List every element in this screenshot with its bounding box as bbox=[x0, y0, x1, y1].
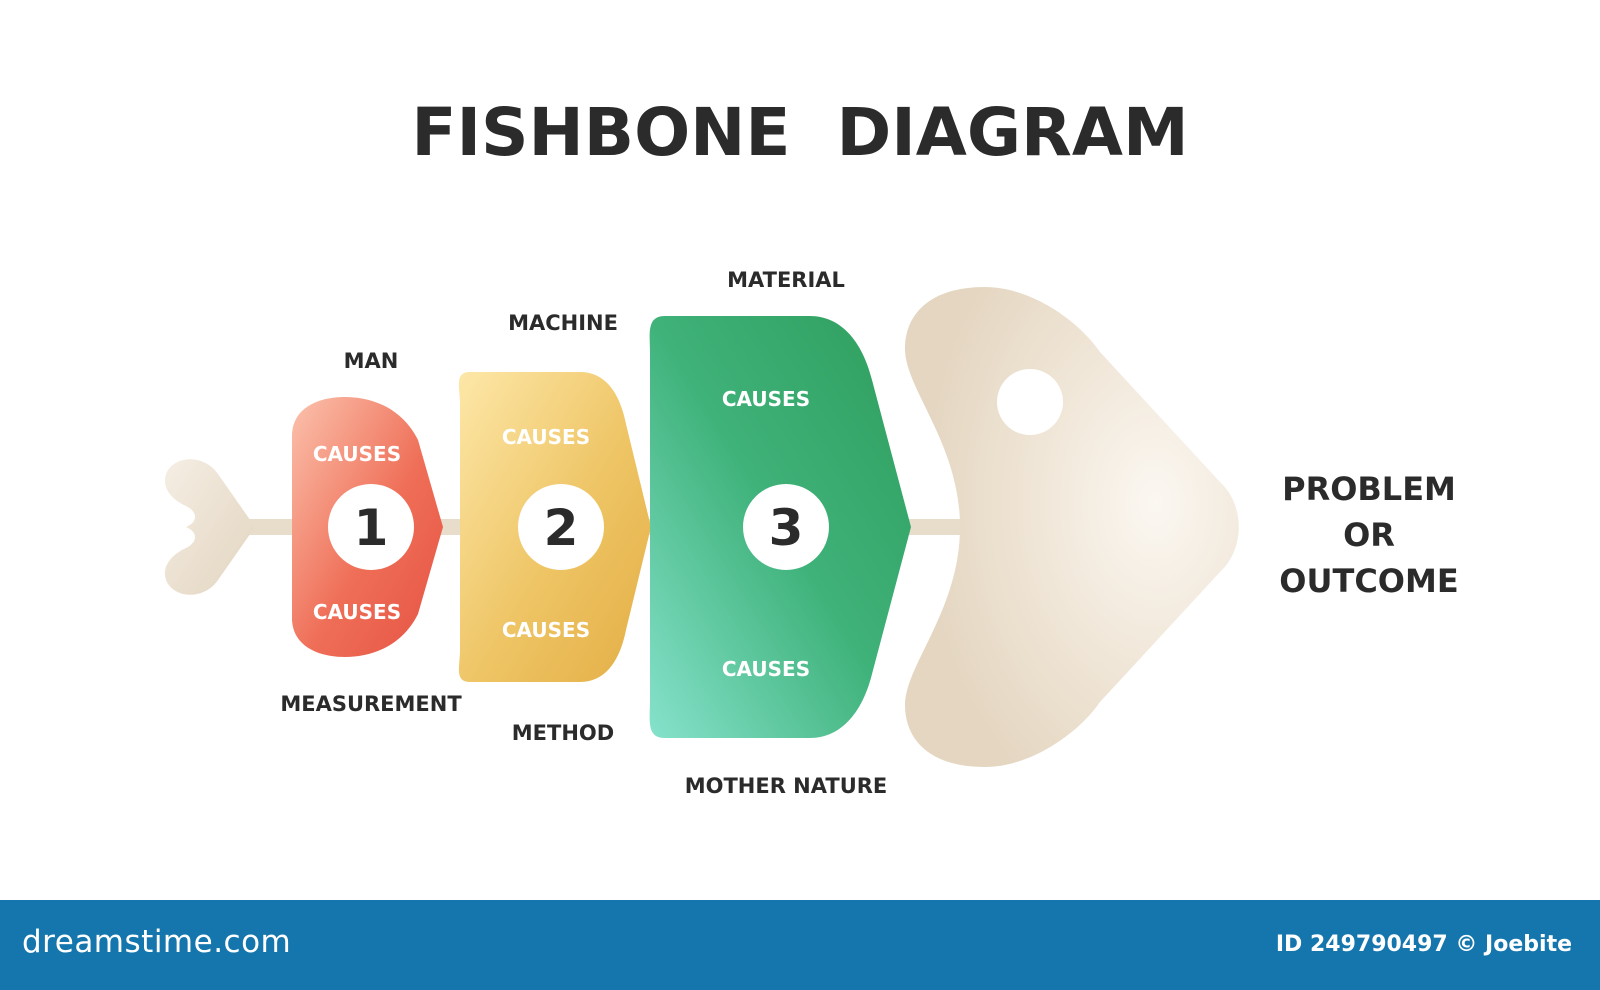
bone-2-number: 2 bbox=[544, 499, 579, 557]
outcome-line-3: OUTCOME bbox=[1279, 562, 1458, 600]
outcome-line-1: PROBLEM bbox=[1282, 470, 1456, 508]
bone-2-lower-cause: CAUSES bbox=[502, 618, 590, 642]
footer-bar: dreamstime.com ID 249790497 © Joebite bbox=[0, 900, 1600, 990]
bone-2-number-circle bbox=[518, 484, 604, 570]
bone-3-lower-cause: CAUSES bbox=[722, 657, 810, 681]
category-label-man: MAN bbox=[344, 349, 399, 373]
fishbone-diagram: FISHBONE DIAGRAM 1 2 3 CAUSES CAUSES CAU… bbox=[164, 94, 1459, 798]
footer-image-id: ID 249790497 © Joebite bbox=[1275, 932, 1572, 957]
diagram-title: FISHBONE DIAGRAM bbox=[411, 94, 1188, 171]
bone-2-upper-cause: CAUSES bbox=[502, 425, 590, 449]
bone-3-upper-cause: CAUSES bbox=[722, 387, 810, 411]
category-label-measurement: MEASUREMENT bbox=[280, 692, 462, 716]
bone-1-number-circle bbox=[328, 484, 414, 570]
fish-tail bbox=[164, 459, 255, 595]
bone-3-number: 3 bbox=[769, 499, 804, 557]
bone-1-lower-cause: CAUSES bbox=[313, 600, 401, 624]
bone-1-number: 1 bbox=[354, 499, 389, 557]
fish-head bbox=[905, 287, 1239, 767]
category-label-mother-nature: MOTHER NATURE bbox=[685, 774, 888, 798]
category-label-machine: MACHINE bbox=[508, 311, 618, 335]
outcome-line-2: OR bbox=[1343, 516, 1395, 554]
category-label-material: MATERIAL bbox=[727, 268, 845, 292]
category-label-method: METHOD bbox=[512, 721, 614, 745]
bone-3-number-circle bbox=[743, 484, 829, 570]
bone-1-upper-cause: CAUSES bbox=[313, 442, 401, 466]
footer-brand: dreamstime.com bbox=[22, 924, 292, 960]
fish-eye bbox=[997, 369, 1063, 435]
